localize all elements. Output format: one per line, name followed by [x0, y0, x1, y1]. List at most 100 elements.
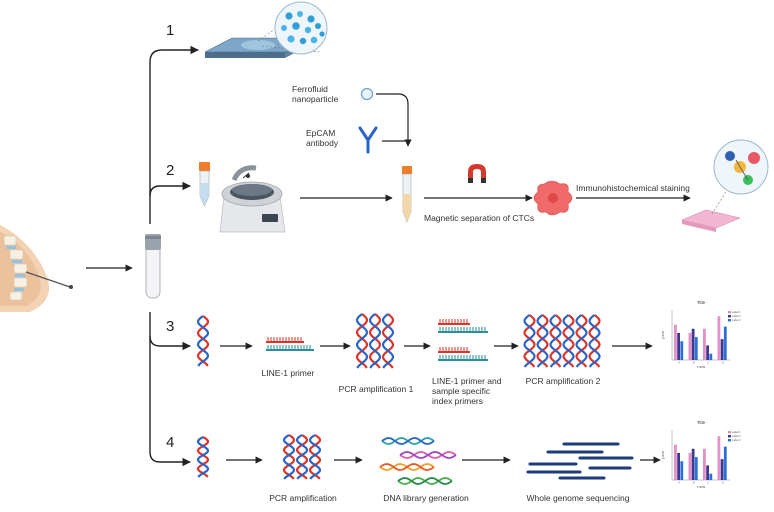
line1-primer-label: LINE-1 primer	[261, 368, 315, 378]
helix-strand-red	[588, 314, 601, 368]
step-number-1: 1	[166, 22, 175, 39]
pcr-amplification-1-label: PCR amplification 1	[338, 384, 414, 394]
mini-chart-legend-label: Label 3	[732, 438, 741, 442]
helix-strand-blue	[196, 436, 210, 478]
mini-chart-title: Title	[697, 420, 706, 425]
line1-primer-ticks-top	[267, 337, 302, 342]
mini-chart-bar	[674, 444, 677, 480]
index-ticks-3	[439, 347, 468, 352]
mini-chart-bar	[694, 457, 698, 480]
index-ticks-1	[439, 319, 468, 324]
pcr-amplification-2-label: PCR amplification 2	[525, 376, 601, 386]
branch-lines	[149, 45, 199, 467]
mini-chart-legend-swatch	[728, 319, 731, 322]
mini-chart-bar	[691, 328, 695, 360]
mini-chart-legend-label: Label 2	[732, 314, 741, 318]
ferrofluid-nanoparticle-icon	[360, 87, 374, 101]
mini-chart-tick: B	[693, 361, 695, 365]
centrifuge	[219, 165, 286, 233]
mini-chart-legend-label: Label 1	[732, 310, 741, 314]
mini-chart-ylabel: y axis	[661, 451, 665, 460]
mini-chart-bar	[688, 452, 692, 480]
helix-strand-blue	[196, 315, 210, 367]
helix-strand-red	[523, 314, 536, 368]
mini-chart-bar	[674, 324, 677, 360]
collection-tube	[402, 166, 412, 223]
mini-chart-bar	[723, 326, 727, 360]
mini-chart-bar	[688, 332, 692, 360]
mini-chart-xlabel: x axis	[697, 485, 706, 489]
mini-chart-legend-label: Label 2	[732, 434, 741, 438]
helix-strand-blue	[562, 314, 575, 368]
mini-chart-tick: A	[678, 481, 680, 485]
mini-chart-bar	[677, 452, 681, 480]
helix-strand-blue	[282, 434, 296, 480]
ferrofluid-label: Ferrofluid nanoparticle	[292, 84, 339, 104]
helix-strand-blue	[368, 313, 382, 369]
dna-helix-4b	[282, 434, 322, 480]
helix-strand-blue	[549, 314, 562, 368]
mini-chart-bar	[720, 339, 724, 360]
mini-chart-legend-swatch	[728, 431, 731, 434]
epcam-antibody-icon	[358, 126, 378, 154]
mini-chart-bar	[680, 461, 684, 480]
mini-chart-bar	[723, 446, 727, 480]
helix-strand-red	[308, 434, 322, 480]
mini-chart-legend-label: Label 1	[732, 430, 741, 434]
helix-strand-blue	[588, 314, 601, 368]
orange-cap-tube	[199, 162, 210, 207]
arrow-ferrofluid	[376, 93, 412, 147]
helix-strand-red	[368, 313, 382, 369]
mini-chart-bar	[694, 337, 698, 360]
helix-strand-red	[549, 314, 562, 368]
helix-strand-blue	[355, 313, 369, 369]
fragment-strand	[397, 477, 453, 485]
dna-helix-4a	[196, 436, 210, 478]
microscope-slide	[204, 1, 328, 58]
epcam-label: EpCAM antibody	[306, 128, 339, 148]
whole-genome-sequencing-label: Whole genome sequencing	[526, 493, 630, 503]
helix-strand-blue	[575, 314, 588, 368]
magnet-icon	[468, 164, 486, 183]
sequencing-reads	[526, 442, 634, 480]
mini-chart-bar	[717, 436, 721, 480]
helix-strand-red	[575, 314, 588, 368]
mini-chart-bar	[709, 473, 713, 480]
helix-strand-blue	[295, 434, 309, 480]
mini-chart-bar	[720, 459, 724, 480]
step-number-2: 2	[166, 162, 175, 179]
mini-chart-legend-swatch	[728, 315, 731, 318]
ihc-label: Immunohistochemical staining	[576, 183, 690, 193]
mini-chart-tick: D	[722, 361, 724, 365]
mini-chart-bar	[706, 345, 710, 360]
csf-tube	[145, 234, 161, 299]
step-number-4: 4	[166, 434, 175, 451]
index-ticks-2	[439, 327, 486, 332]
helix-strand-red	[295, 434, 309, 480]
ctc-cell-icon	[533, 180, 573, 216]
mini-chart-tick: B	[693, 481, 695, 485]
mini-chart-xlabel: x axis	[697, 365, 706, 369]
helix-strand-blue	[536, 314, 549, 368]
mini-chart-bar	[717, 316, 721, 360]
fragment-strand	[381, 437, 435, 445]
dna-library-fragments	[379, 437, 457, 485]
pcr-amplification-label: PCR amplification	[269, 493, 337, 503]
mini-chart-legend-swatch	[728, 439, 731, 442]
ihc-plate	[681, 139, 769, 232]
mini-chart-tick: C	[707, 361, 709, 365]
line1-primer-ticks-bottom	[267, 345, 311, 350]
dna-helix-3a	[196, 315, 210, 367]
mini-chart-bar	[691, 448, 695, 480]
mini-chart-bar	[703, 448, 706, 480]
helix-strand-red	[381, 313, 395, 369]
mini-chart-bar	[677, 332, 681, 360]
helix-strand-blue	[381, 313, 395, 369]
helix-strand-blue	[308, 434, 322, 480]
helix-strand-red	[355, 313, 369, 369]
index-primer-label: LINE-1 primer and sample specific index …	[432, 376, 502, 406]
helix-strand-red	[196, 315, 210, 367]
